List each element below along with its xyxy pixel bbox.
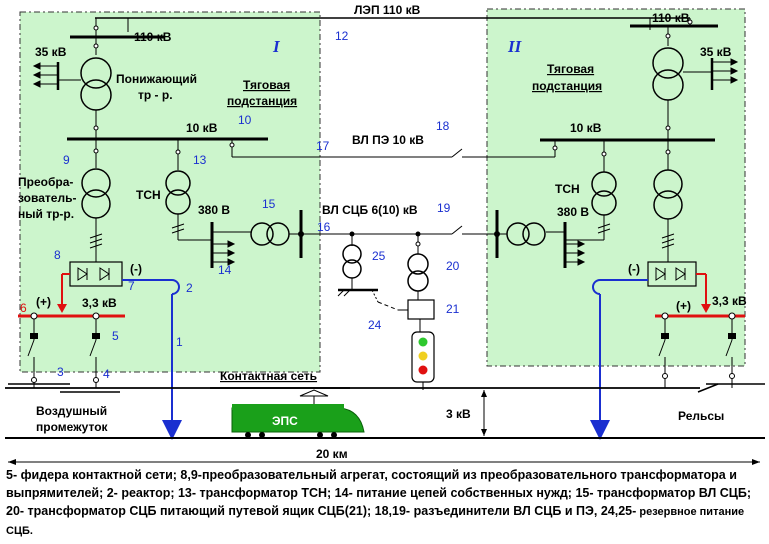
- step-down-transformer-right: [652, 47, 684, 79]
- label-roman-left: I: [272, 37, 281, 56]
- label-380-left: 380 В: [198, 203, 230, 217]
- label-minus-right: (-): [628, 262, 640, 276]
- label-plus-left: (+): [36, 295, 51, 309]
- label-tsn-right: ТСН: [555, 182, 580, 196]
- label-air-gap-1: Воздушный: [36, 404, 107, 418]
- label-substation-left-2: подстанция: [227, 94, 297, 108]
- label-contact-network: Контактная сеть: [220, 369, 317, 383]
- label-33kv-right: 3,3 кВ: [712, 294, 747, 308]
- num-20: 20: [446, 259, 460, 273]
- label-minus-left: (-): [130, 262, 142, 276]
- converter-transformer-right: [653, 169, 683, 199]
- label-roman-right: II: [507, 37, 523, 56]
- label-substation-right-2: подстанция: [532, 79, 602, 93]
- num-16: 16: [317, 220, 331, 234]
- label-bus-110-left: 110 кВ: [134, 30, 172, 44]
- step-down-transformer-left: [80, 57, 112, 89]
- scb-track-box: [407, 299, 435, 320]
- label-rails: Рельсы: [678, 409, 724, 423]
- label-air-gap-2: промежуток: [36, 420, 109, 434]
- label-vl-pe: ВЛ ПЭ 10 кВ: [352, 133, 424, 147]
- caption-small: резервное питание СЦБ.: [6, 506, 745, 537]
- label-converter-1: Преобра-: [18, 175, 73, 189]
- label-3kv: 3 кВ: [446, 407, 471, 421]
- num-12: 12: [335, 29, 349, 43]
- label-converter-2: зователь-: [18, 191, 76, 205]
- label-bus-10-left: 10 кВ: [186, 121, 218, 135]
- label-tsn-left: ТСН: [136, 188, 161, 202]
- num-6: 6: [20, 301, 27, 315]
- num-24: 24: [368, 318, 382, 332]
- label-bus-10-right: 10 кВ: [570, 121, 602, 135]
- label-380-right: 380 В: [557, 205, 589, 219]
- tsn-transformer-right: [591, 171, 617, 197]
- num-3: 3: [57, 365, 64, 379]
- diagram-caption: 5- фидера контактной сети; 8,9-преобразо…: [6, 466, 764, 540]
- scb-line-transformer: [250, 222, 274, 246]
- num-10: 10: [238, 113, 252, 127]
- num-1: 1: [176, 335, 183, 349]
- caption-main: 5- фидера контактной сети; 8,9-преобразо…: [6, 468, 752, 518]
- label-substation-right-1: Тяговая: [547, 62, 594, 76]
- converter-transformer-left: [81, 168, 111, 198]
- num-19: 19: [437, 201, 451, 215]
- label-converter-3: ный тр-р.: [18, 207, 74, 221]
- label-substation-left-1: Тяговая: [243, 78, 290, 92]
- num-14: 14: [218, 263, 232, 277]
- label-35kv-left: 35 кВ: [35, 45, 67, 59]
- electric-train: [231, 389, 365, 438]
- scb-transformer-20: [407, 253, 429, 275]
- num-9: 9: [63, 153, 70, 167]
- label-vl-scb: ВЛ СЦБ 6(10) кВ: [322, 203, 418, 217]
- num-21: 21: [446, 302, 460, 316]
- num-25: 25: [372, 249, 386, 263]
- num-5: 5: [112, 329, 119, 343]
- label-35kv-right: 35 кВ: [700, 45, 732, 59]
- label-20km: 20 км: [316, 447, 348, 461]
- label-33kv-left: 3,3 кВ: [82, 296, 117, 310]
- tsn-transformer-left: [165, 170, 191, 196]
- num-8: 8: [54, 248, 61, 262]
- reserve-transformer-25: [342, 244, 362, 264]
- num-17: 17: [316, 139, 330, 153]
- label-eps: ЭПС: [272, 414, 298, 428]
- num-18: 18: [436, 119, 450, 133]
- num-13: 13: [193, 153, 207, 167]
- label-step-down-2: тр - р.: [138, 88, 173, 102]
- num-15: 15: [262, 197, 276, 211]
- label-step-down-1: Понижающий: [116, 72, 197, 86]
- label-plus-right: (+): [676, 299, 691, 313]
- num-7: 7: [128, 279, 135, 293]
- label-line-110kv: ЛЭП 110 кВ: [354, 3, 421, 17]
- label-bus-110-right: 110 кВ: [652, 11, 690, 25]
- num-4: 4: [103, 367, 110, 381]
- num-2: 2: [186, 281, 193, 295]
